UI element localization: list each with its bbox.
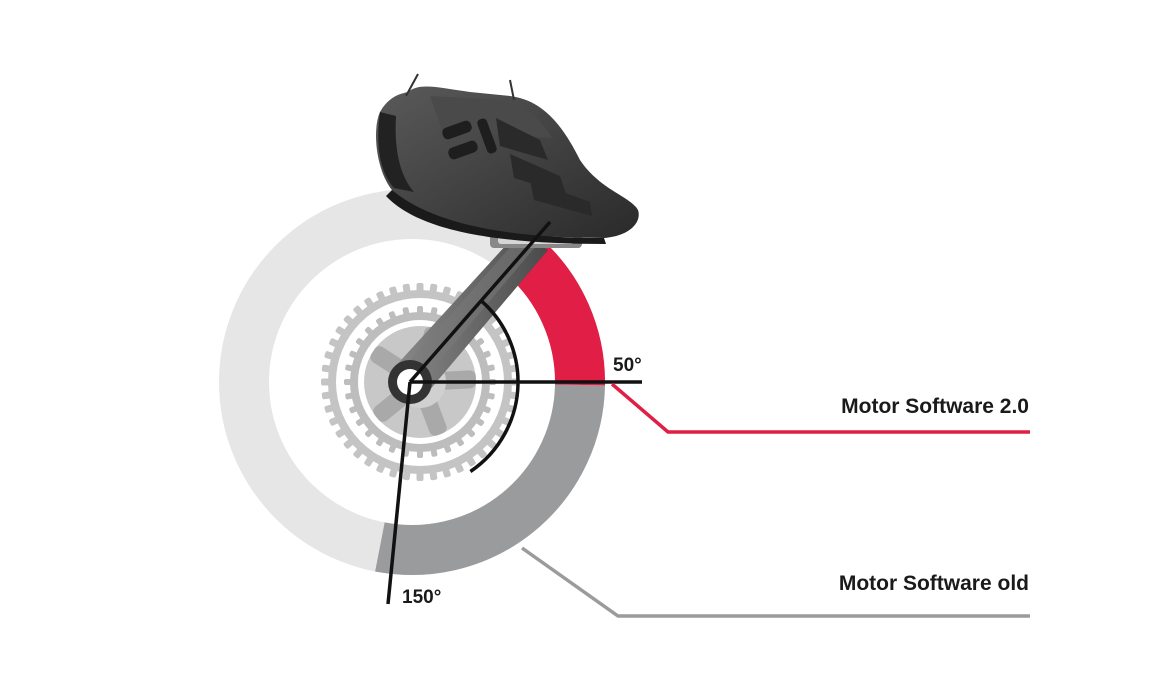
new-software-arc	[505, 236, 605, 386]
cycling-shoe	[376, 73, 639, 244]
new-angle-arc	[479, 299, 520, 384]
old-software-label: Motor Software old	[838, 572, 1029, 595]
old-software-arc	[375, 383, 605, 575]
new-angle-label: 50°	[613, 355, 642, 376]
old-end-line	[386, 381, 412, 605]
new-software-label: Motor Software 2.0	[841, 395, 1029, 418]
angle-lines	[386, 220, 642, 605]
old-angle-label: 150°	[402, 587, 442, 608]
old-angle-arc	[469, 383, 520, 473]
new-leader-line	[610, 382, 1030, 434]
old-leader-line	[520, 546, 1030, 618]
